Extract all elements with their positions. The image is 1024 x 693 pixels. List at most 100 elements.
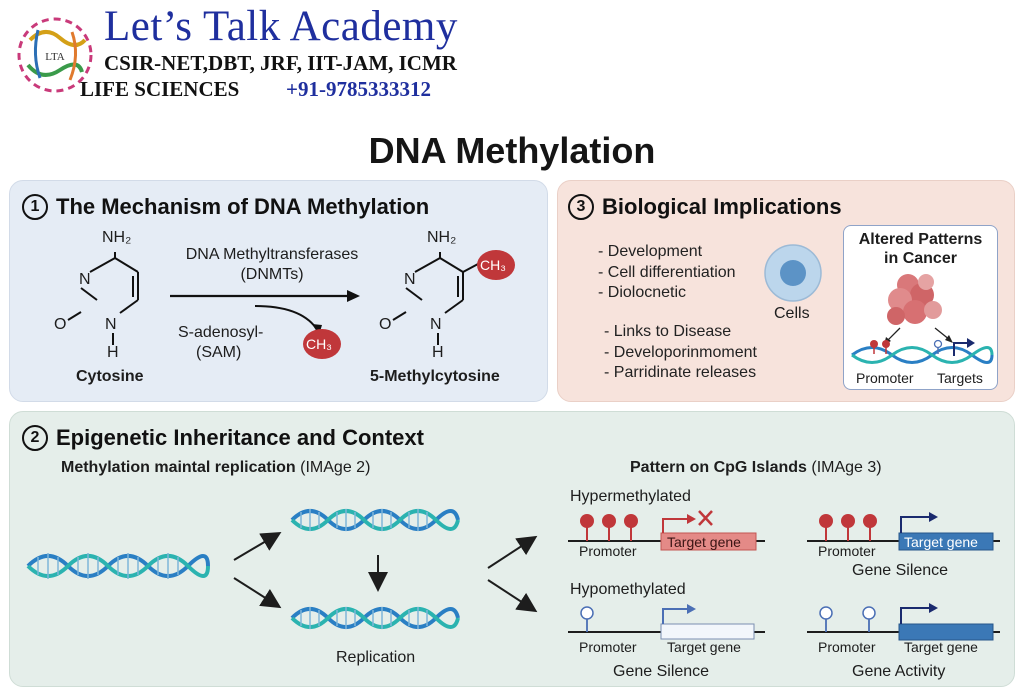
tumor-cluster-icon — [887, 274, 942, 325]
section-mechanism-title: The Mechanism of DNA Methylation — [56, 194, 430, 219]
outcome-label: Gene Activity — [852, 663, 946, 680]
atom-nitrogen: N — [430, 316, 442, 333]
daughter-dna-helix-top — [290, 509, 460, 531]
section-mechanism-heading: 1 The Mechanism of DNA Methylation — [22, 194, 429, 220]
methyl-pin-icon — [819, 514, 877, 541]
replication-label: Replication — [336, 649, 416, 666]
replication-ref: (IMAge 2) — [300, 459, 371, 476]
atom-nitrogen: N — [79, 271, 91, 288]
target-gene-label: Target gene — [904, 534, 978, 550]
atom-oxygen: O — [54, 316, 67, 333]
list-item: Parridinate releases — [604, 363, 757, 384]
hyper-right-gene — [807, 512, 1000, 551]
transcription-arrow-icon — [953, 338, 975, 356]
arrow-to-hypermethylated — [487, 535, 538, 569]
replication-title: Methylation maintal replication — [61, 459, 296, 476]
section-number-badge: 3 — [568, 194, 594, 220]
cancer-targets-label: Targets — [937, 370, 983, 386]
list-item: Diolocnetic — [598, 283, 736, 304]
arrow-up-right — [233, 531, 282, 561]
page-title: DNA Methylation — [368, 130, 656, 171]
arrow-to-hypomethylated — [487, 579, 538, 613]
cancer-dna-icon — [851, 346, 994, 364]
methylcytosine-label: 5-Methylcytosine — [370, 368, 500, 385]
cells-label: Cells — [774, 305, 810, 322]
methyl-group-circle — [477, 250, 515, 280]
implication-list-disease: Links to Disease Developorinmoment Parri… — [604, 322, 757, 384]
atom-nitrogen: N — [404, 271, 416, 288]
promoter-label: Promoter — [579, 543, 637, 559]
transcription-arrow-icon — [900, 607, 930, 624]
target-gene-label: Target gene — [904, 639, 978, 655]
list-item: Cell differentiation — [598, 263, 736, 284]
unmethylated-pin-icon — [580, 606, 594, 632]
section-epigenetic-title: Epigenetic Inheritance and Context — [56, 425, 424, 450]
arrow-down-right — [233, 577, 282, 609]
atom-amine: NH₂ — [427, 229, 457, 246]
promoter-label: Promoter — [818, 543, 876, 559]
target-gene-box — [898, 532, 994, 551]
atom-hydrogen: H — [107, 344, 119, 361]
list-item: Development — [598, 242, 736, 263]
daughter-dna-helix-bottom — [290, 607, 460, 629]
section-biological-heading: 3 Biological Implications — [568, 194, 842, 220]
replication-heading: Methylation maintal replication (IMAge 2… — [61, 459, 370, 477]
panel-epigenetic-inheritance — [9, 411, 1015, 687]
hypo-active-gene — [807, 603, 1000, 641]
brand-subject: LIFE SCIENCES — [80, 77, 240, 101]
target-gene-label: Target gene — [667, 534, 741, 550]
logo-text: LTA — [45, 51, 65, 63]
target-gene-box — [898, 623, 994, 641]
cancer-card-subtitle: in Cancer — [884, 250, 957, 267]
promoter-label: Promoter — [818, 639, 876, 655]
outcome-label: Gene Silence — [852, 562, 949, 579]
blocked-transcription-arrow-icon — [662, 518, 688, 533]
target-gene-label: Target gene — [667, 639, 741, 655]
brand-title: Let’s Talk Academy — [104, 3, 458, 50]
atom-hydrogen: H — [432, 344, 444, 361]
brand-exams: CSIR-NET,DBT, JRF, IIT-JAM, ICMR — [104, 51, 457, 75]
cpg-ref: (IMAge 3) — [811, 459, 882, 476]
atom-amine: NH₂ — [102, 229, 132, 246]
unmethylated-pin-icon — [933, 339, 943, 354]
list-item: Developorinmoment — [604, 343, 757, 364]
methyl-group-label: CH₃ — [306, 336, 332, 352]
donor-abbrev: (SAM) — [196, 344, 242, 361]
enzyme-name: DNA Methyltransferases — [185, 246, 359, 263]
methyl-pin-icon — [580, 514, 638, 541]
cancer-card-title: Altered Patterns — [858, 231, 983, 248]
implication-list-primary: Development Cell differentiation Diolocn… — [598, 242, 736, 304]
cancer-promoter-label: Promoter — [856, 370, 914, 386]
cpg-heading: Pattern on CpG Islands (IMAge 3) — [630, 459, 882, 477]
target-gene-box — [660, 532, 757, 551]
methylcytosine-ring — [392, 252, 479, 345]
methyl-group-circle — [303, 329, 341, 359]
list-item: Links to Disease — [604, 322, 757, 343]
cell-nucleus-icon — [780, 260, 806, 286]
atom-oxygen: O — [379, 316, 392, 333]
promoter-label: Promoter — [579, 639, 637, 655]
hypermethylated-label: Hypermethylated — [570, 488, 691, 505]
parent-dna-helix — [26, 553, 210, 579]
transcription-arrow-icon — [662, 608, 688, 624]
blocked-cross-icon — [698, 510, 713, 526]
outcome-label: Gene Silence — [613, 663, 710, 680]
methyl-pin-icon — [870, 340, 890, 354]
atom-nitrogen: N — [105, 316, 117, 333]
section-epigenetic-heading: 2 Epigenetic Inheritance and Context — [22, 425, 424, 451]
transcription-arrow-icon — [900, 516, 930, 533]
target-gene-box — [660, 623, 755, 640]
donor-name: S-adenosyl- — [178, 324, 264, 341]
section-biological-title: Biological Implications — [602, 194, 842, 219]
cpg-title: Pattern on CpG Islands — [630, 459, 807, 476]
enzyme-abbrev: (DNMTs) — [240, 266, 304, 283]
cytosine-label: Cytosine — [76, 368, 144, 385]
unmethylated-pin-icon — [819, 606, 876, 632]
academy-logo: LTA — [10, 10, 100, 100]
hypomethylated-label: Hypomethylated — [570, 581, 686, 598]
